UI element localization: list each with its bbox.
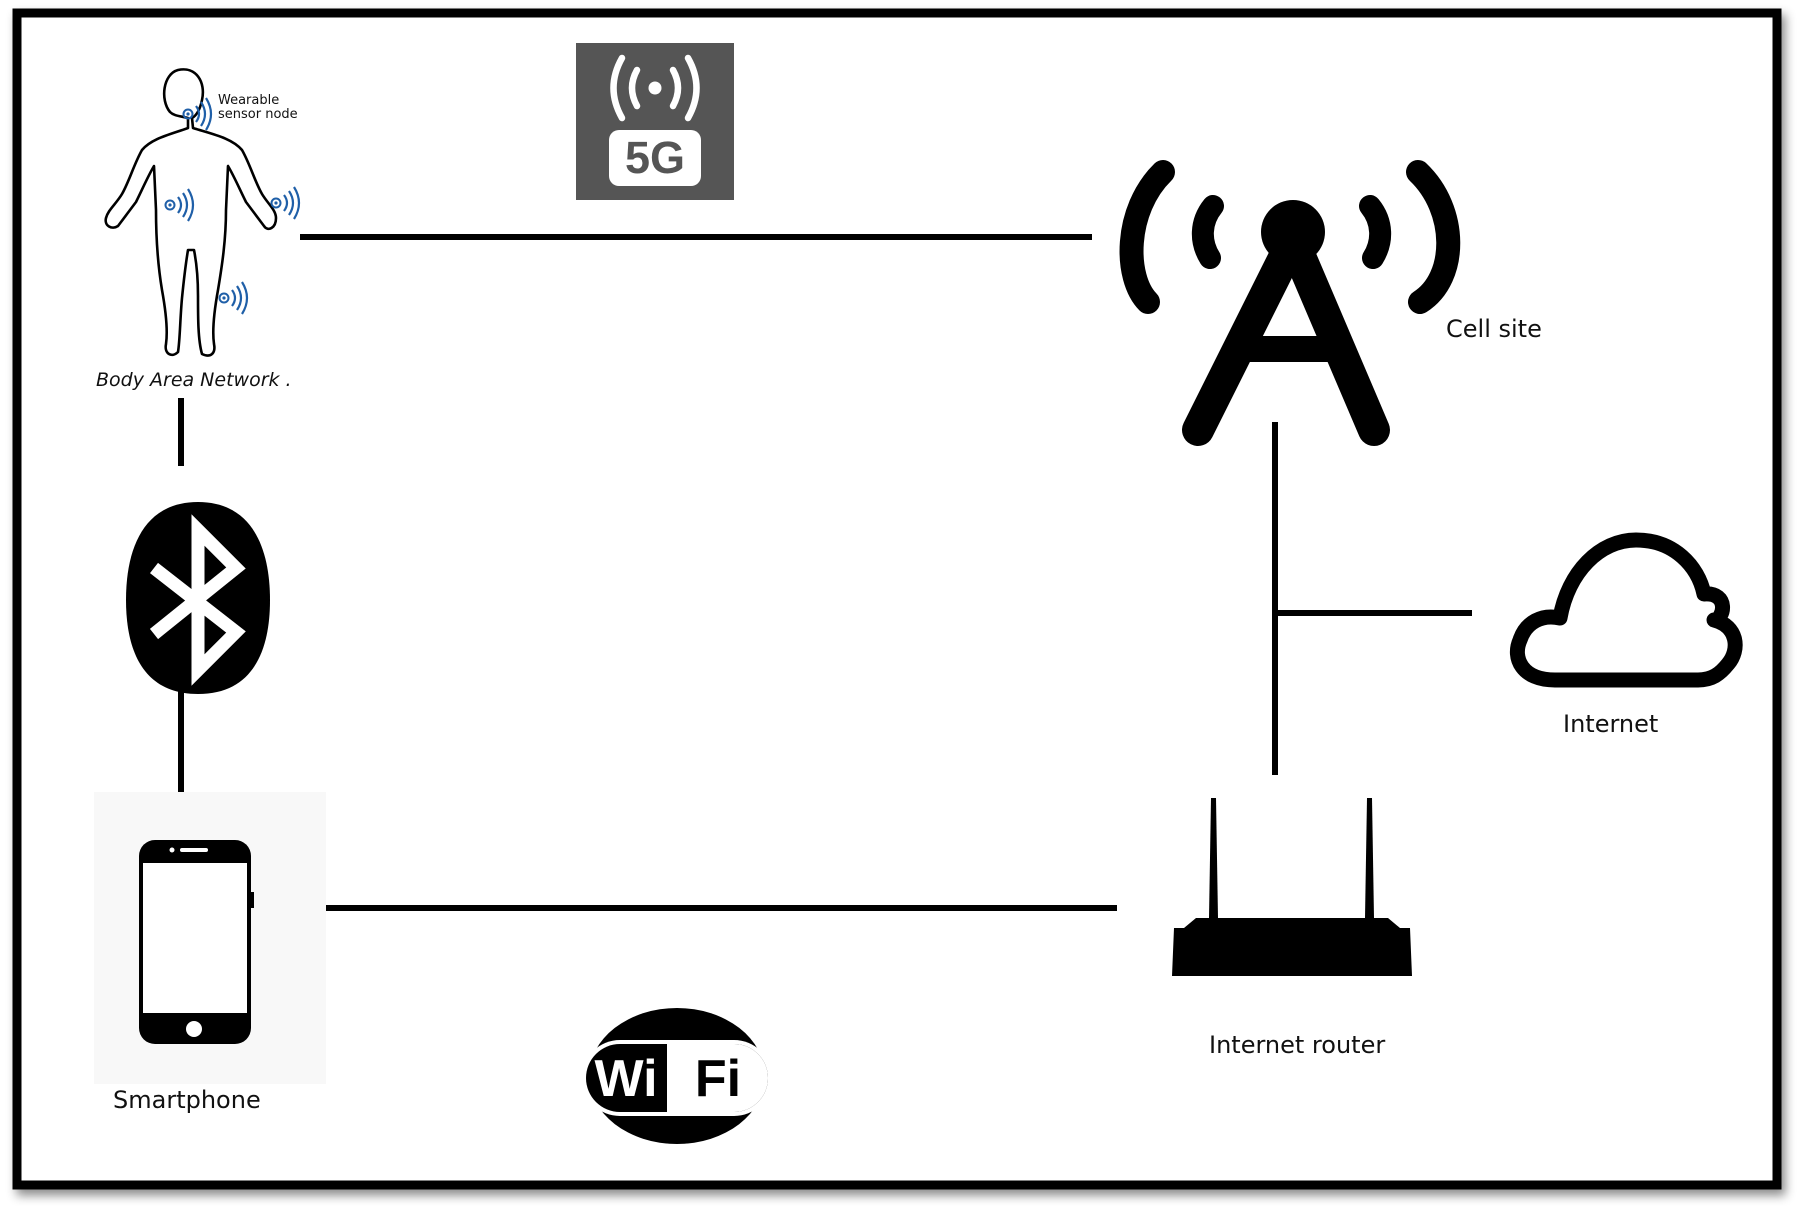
wifi-text-left: Wi bbox=[594, 1050, 657, 1108]
bluetooth-icon bbox=[126, 502, 270, 694]
smartphone-node: Smartphone bbox=[94, 792, 326, 1114]
router-icon bbox=[1172, 798, 1412, 976]
sensor-label-line2: sensor node bbox=[218, 107, 298, 122]
smartphone-icon bbox=[139, 840, 254, 1044]
router-label: Internet router bbox=[1209, 1031, 1385, 1059]
5g-signal-icon: 5G bbox=[576, 43, 734, 200]
smartphone-label: Smartphone bbox=[113, 1086, 261, 1114]
wifi-logo: Wi Fi bbox=[582, 1008, 772, 1144]
internet-node: Internet bbox=[1509, 532, 1743, 738]
cell-tower-icon: Cell site bbox=[1119, 160, 1542, 446]
cloud-icon bbox=[1509, 532, 1743, 688]
body-area-network-label: Body Area Network . bbox=[96, 369, 292, 391]
connector-lines bbox=[178, 234, 1472, 911]
wifi-text-right: Fi bbox=[695, 1050, 741, 1108]
cell-site-label: Cell site bbox=[1446, 315, 1542, 343]
sensor-label-line1: Wearable bbox=[218, 93, 279, 108]
body-area-network-node: Wearable sensor node Body Area Network . bbox=[96, 68, 301, 391]
human-body-icon bbox=[104, 68, 278, 357]
5g-badge-text: 5G bbox=[625, 132, 685, 183]
internet-label: Internet bbox=[1563, 710, 1658, 738]
router-node: Internet router bbox=[1172, 798, 1412, 1059]
